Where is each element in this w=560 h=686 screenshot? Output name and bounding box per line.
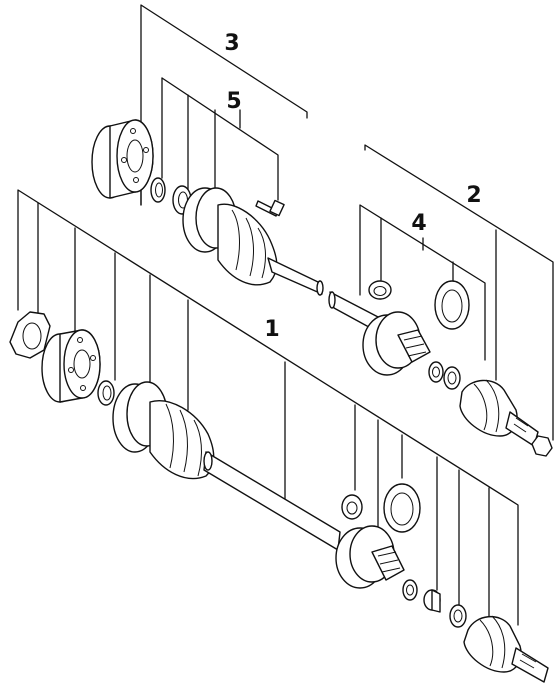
outer-cv-joint-1: [463, 615, 549, 683]
leader-bracket-4: [359, 204, 486, 361]
snap-ring-2: [428, 361, 444, 383]
washer-1b: [449, 604, 467, 628]
washer-1a: [97, 380, 115, 406]
callout-2: 2: [466, 183, 481, 208]
washer-2: [443, 366, 461, 390]
snap-ring-5: [150, 177, 166, 203]
clamp-1a: [341, 494, 363, 520]
leader-bracket-5: [161, 77, 279, 201]
bushing-1: [423, 589, 441, 613]
outer-cv-joint-2: [459, 379, 553, 457]
flange-1: [41, 329, 101, 403]
snap-ring-1: [402, 579, 418, 601]
flange-3: [91, 119, 154, 199]
leader-bracket-2: [364, 144, 554, 441]
callout-5: 5: [226, 89, 241, 114]
nut-1: [9, 311, 51, 359]
axle-shaft-stub-5: [267, 257, 324, 296]
clamp-1b: [383, 483, 421, 533]
clamp-4a: [368, 280, 392, 300]
callout-3: 3: [224, 31, 239, 56]
cv-joint-5: [182, 187, 278, 286]
axle-shaft-1: [203, 451, 341, 551]
cv-joint-2: [362, 311, 431, 376]
clamp-4b: [434, 280, 470, 330]
cv-joint-1b: [335, 525, 405, 589]
cv-joint-1: [112, 381, 215, 480]
axle-shaft-stub-2: [328, 291, 381, 333]
leader-bracket-1: [17, 189, 519, 626]
bolt-5: [255, 199, 285, 217]
callout-4: 4: [411, 211, 426, 236]
callout-1: 1: [264, 317, 279, 342]
